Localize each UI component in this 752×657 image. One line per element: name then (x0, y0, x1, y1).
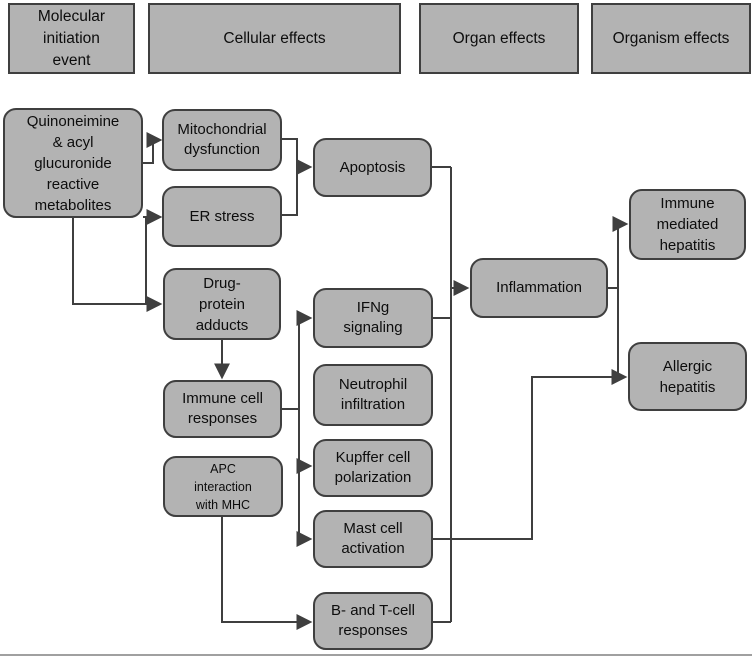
edge-metabolites-to-mitochondrial-dysfunction (143, 132, 163, 164)
header-label: Organism effects (612, 29, 730, 47)
node-ifng-signaling: IFNg signaling (313, 288, 433, 348)
header-label: Cellular effects (223, 29, 326, 47)
node-label: Immune mediated hepatitis (656, 195, 719, 254)
edge-apc-to-bt-responses (221, 517, 313, 630)
node-label: B- and T-cell responses (331, 602, 415, 639)
node-drug-protein-adducts: Drug- protein adducts (163, 268, 281, 340)
node-mitochondrial-dysfunction: Mitochondrial dysfunction (162, 109, 282, 171)
node-label: ER stress (189, 207, 255, 225)
node-label: APC interaction with MHC (194, 461, 252, 512)
figure-bottom-rule (0, 654, 752, 656)
node-reactive-metabolites: Quinoneimine & acyl glucuronide reactive… (3, 108, 143, 218)
node-label: Drug- protein adducts (195, 274, 249, 334)
node-mast-cell-activation: Mast cell activation (313, 510, 433, 568)
node-label: Allergic hepatitis (659, 357, 716, 396)
node-neutrophil-infiltration: Neutrophil infiltration (313, 364, 433, 426)
node-label: IFNg signaling (343, 299, 403, 336)
header-cellular-effects: Cellular effects (148, 3, 401, 74)
node-label: Inflammation (496, 279, 582, 296)
edge-metabolites-down-stub (143, 216, 147, 304)
node-apc-interaction-with-mhc: APC interaction with MHC (163, 456, 283, 517)
node-label: Kupffer cell polarization (334, 449, 412, 486)
edge-metabolites-to-drug-protein-adducts (72, 218, 163, 312)
node-immune-mediated-hepatitis: Immune mediated hepatitis (629, 189, 746, 260)
edge-mito-er-collector (282, 138, 298, 216)
header-label: Organ effects (452, 29, 546, 47)
node-label: Immune cell responses (182, 390, 263, 427)
node-label: Mast cell activation (341, 520, 405, 557)
node-inflammation: Inflammation (470, 258, 608, 318)
node-label: Apoptosis (339, 158, 406, 176)
header-organism-effects: Organism effects (591, 3, 751, 74)
header-label: Molecular initiation event (37, 7, 106, 69)
edge-to-allergic-hepatitis (433, 369, 628, 540)
node-apoptosis: Apoptosis (313, 138, 432, 197)
node-b-and-t-cell-responses: B- and T-cell responses (313, 592, 433, 650)
node-label: Quinoneimine & acyl glucuronide reactive… (26, 112, 120, 214)
node-label: Neutrophil infiltration (338, 376, 408, 413)
node-allergic-hepatitis: Allergic hepatitis (628, 342, 747, 411)
header-organ-effects: Organ effects (419, 3, 579, 74)
node-immune-cell-responses: Immune cell responses (163, 380, 282, 438)
node-kupffer-cell-polarization: Kupffer cell polarization (313, 439, 433, 497)
node-er-stress: ER stress (162, 186, 282, 247)
header-molecular-initiation-event: Molecular initiation event (8, 3, 135, 74)
node-label: Mitochondrial dysfunction (177, 121, 267, 158)
